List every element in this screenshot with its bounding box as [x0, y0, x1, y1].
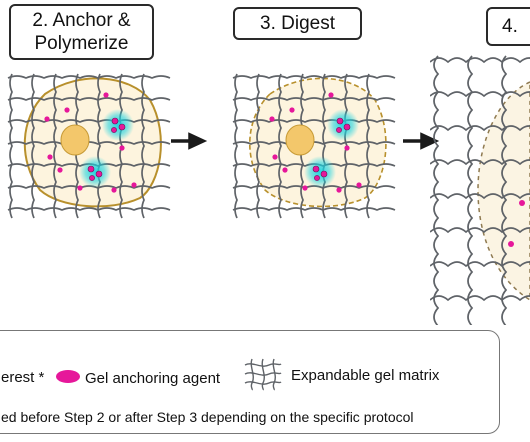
- step-3-box: 3. Digest: [233, 7, 362, 40]
- legend-protein-of-interest: erest *: [1, 369, 45, 386]
- gel-strand: [430, 261, 530, 268]
- gel-strand: [53, 73, 57, 219]
- anchor-dot: [302, 185, 308, 191]
- expanded-cell-body: [477, 81, 530, 301]
- step-2-label-line1: 2. Anchor &: [32, 10, 131, 31]
- gel-strand: [232, 119, 396, 123]
- nucleus: [285, 124, 315, 156]
- gel-strand: [430, 125, 530, 132]
- step-4-label: 4.: [502, 16, 518, 37]
- gel-strand: [9, 73, 13, 219]
- anchor-dot: [289, 107, 295, 113]
- panel-digest: [232, 73, 396, 219]
- anchor-dot: [519, 200, 525, 206]
- anchor-dot: [508, 241, 514, 247]
- gel-strand: [232, 207, 396, 211]
- arrow-icon: [171, 132, 208, 150]
- anchor-dot: [344, 145, 350, 151]
- panel-anchor-polymerize: [7, 73, 171, 219]
- gel-strand: [141, 73, 145, 219]
- gel-strand: [430, 57, 530, 64]
- anchor-dot: [356, 182, 362, 188]
- step-3-label: 3. Digest: [260, 13, 335, 34]
- legend-gel-anchoring-agent: Gel anchoring agent: [85, 370, 221, 387]
- anchor-dot: [47, 154, 53, 160]
- gel-matrix: [7, 73, 171, 219]
- gel-strand: [467, 55, 474, 325]
- fluorescent-label-glow: [102, 109, 134, 141]
- fluorescent-label-glow: [79, 156, 111, 188]
- anchor-dot: [111, 187, 117, 193]
- gel-strand: [7, 119, 171, 123]
- fluorescent-label-glow: [327, 109, 359, 141]
- gel-strand: [430, 159, 530, 166]
- gel-strand: [7, 207, 171, 211]
- legend-footnote: ed before Step 2 or after Step 3 dependi…: [1, 409, 414, 425]
- anchor-dot: [282, 167, 288, 173]
- fluorescent-label-glow: [304, 156, 336, 188]
- anchor-dot: [131, 182, 137, 188]
- anchor-dot: [269, 116, 275, 122]
- anchor-dot: [328, 92, 334, 98]
- gel-strand: [366, 73, 370, 219]
- anchor-dot-icon: [56, 370, 80, 383]
- gel-strand: [97, 73, 101, 219]
- step-4-box: 4.: [486, 7, 530, 46]
- gel-strand: [430, 193, 530, 200]
- legend-expandable-gel-matrix: Expandable gel matrix: [291, 367, 440, 384]
- step-2-box: 2. Anchor & Polymerize: [9, 4, 154, 60]
- protein-cluster: [312, 117, 351, 181]
- anchor-dot: [272, 154, 278, 160]
- protein-cluster: [87, 117, 126, 181]
- nucleus: [60, 124, 90, 156]
- anchor-dot: [64, 107, 70, 113]
- anchor-dot: [103, 92, 109, 98]
- gel-strand: [234, 73, 238, 219]
- gel-strand: [322, 73, 326, 219]
- gel-strand: [430, 227, 530, 234]
- gel-matrix: [430, 55, 530, 325]
- gel-strand: [430, 295, 530, 302]
- gel-strand: [430, 91, 530, 98]
- gel-strand: [31, 73, 35, 219]
- gel-matrix-icon: [244, 358, 282, 391]
- anchor-dot: [336, 187, 342, 193]
- anchor-dot: [77, 185, 83, 191]
- anchor-dot: [119, 145, 125, 151]
- anchoring-agents: [44, 92, 137, 193]
- anchor-dot: [57, 167, 63, 173]
- gel-strand: [256, 73, 260, 219]
- arrow-icon: [403, 132, 440, 150]
- gel-strand: [433, 55, 440, 325]
- gel-strand: [501, 55, 508, 325]
- anchor-dot: [44, 116, 50, 122]
- legend-box: erest * Gel anchoring agent Expandable g…: [0, 330, 500, 434]
- anchoring-agents: [269, 92, 362, 193]
- step-2-label-line2: Polymerize: [34, 33, 129, 54]
- panel-expand: [430, 55, 530, 325]
- gel-strand: [278, 73, 282, 219]
